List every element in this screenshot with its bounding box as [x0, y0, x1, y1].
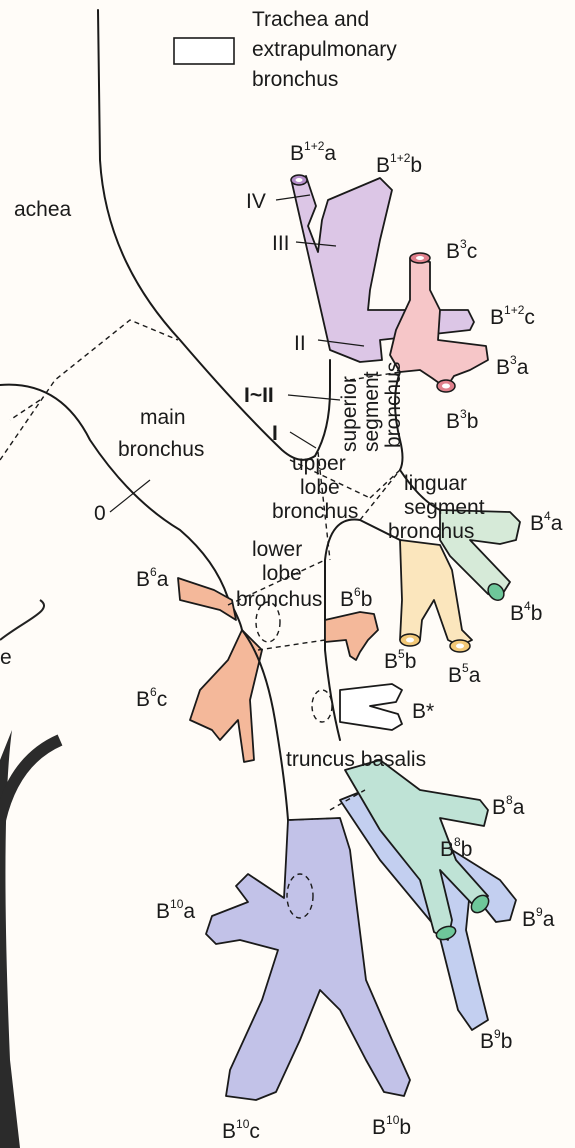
label-upper-2: lobe: [300, 476, 340, 499]
seg-label-b10a: B10a: [156, 897, 195, 923]
label-zero: 0: [94, 502, 106, 525]
label-upper-3: bronchus: [272, 500, 358, 523]
label-edge-e: e: [0, 646, 12, 669]
seg-label-b6a: B6a: [136, 565, 169, 591]
label-lingular-3: bronchus: [388, 520, 474, 543]
label-truncus: truncus basalis: [286, 748, 426, 771]
seg-label-b4a: B4a: [530, 509, 563, 535]
seg-label-b5b: B5b: [384, 647, 416, 673]
seg-label-b5a: B5a: [448, 661, 481, 687]
b3c-lumen-inner: [416, 256, 424, 260]
b-star-bronchus: [340, 684, 402, 730]
leader-i: [290, 432, 316, 448]
label-upper-1: upper: [292, 452, 346, 475]
seg-label-b6c: B6c: [136, 685, 167, 711]
legend-text-3: bronchus: [252, 68, 338, 91]
seg-label-b12a: B1+2a: [290, 139, 336, 165]
b6c-bronchus: [190, 630, 262, 762]
dash-ellipse-bstar: [312, 690, 332, 722]
legend-swatch: [174, 38, 234, 64]
superior-vertical-group-3: bronchus: [382, 362, 405, 448]
label-main-1: main: [140, 406, 186, 429]
seg-label-b8a: B8a: [492, 793, 525, 819]
label-gen-ii: II: [294, 332, 306, 355]
label-main-2: bronchus: [118, 438, 204, 461]
label-superior-3: bronchus: [382, 362, 405, 448]
legend-text-1: Trachea and: [252, 8, 369, 31]
seg-label-b12c: B1+2c: [490, 303, 535, 329]
seg-label-b4b: B4b: [510, 599, 542, 625]
dash-small: [10, 400, 40, 420]
label-gen-iii: III: [272, 232, 290, 255]
seg-label-b3b: B3b: [446, 407, 478, 433]
dash-lingula: [360, 470, 400, 520]
label-gen-i: I: [272, 422, 278, 445]
b6b-bronchus: [325, 612, 378, 660]
bg-edge-curve: [0, 600, 44, 640]
label-gen-iv: IV: [246, 190, 266, 213]
seg-label-b10c: B10c: [222, 1117, 260, 1143]
dash-lower-b: [258, 640, 325, 650]
leader-zero: [110, 480, 150, 512]
label-superior-1: superior: [338, 376, 361, 452]
superior-vertical-group: superior: [338, 376, 361, 452]
b6a-bronchus: [178, 578, 236, 620]
seg-label-b9b: B9b: [480, 1027, 512, 1053]
label-gen-i-ii: I~II: [244, 384, 274, 407]
superior-vertical-group-2: segment: [360, 371, 383, 452]
label-superior-2: segment: [360, 371, 383, 452]
leader-i-ii: [288, 395, 340, 400]
b5a-lumen-inner: [456, 644, 464, 649]
b12-group: [291, 175, 474, 362]
legend-text-2: extrapulmonary: [252, 38, 397, 61]
seg-label-b3a: B3a: [496, 353, 529, 379]
seg-label-b9a: B9a: [522, 905, 555, 931]
upper-lobe-wall-left: [315, 360, 330, 456]
b3b-lumen-inner: [442, 384, 450, 389]
dash-upper-c: [370, 470, 400, 498]
b12-bronchus: [292, 176, 474, 362]
seg-label-bstar: B*: [412, 700, 434, 723]
main-bronchus-outer-wall: [0, 385, 228, 598]
b12a-lumen-inner: [296, 178, 303, 182]
label-lower-2: lobe: [262, 562, 302, 585]
seg-label-b6b: B6b: [340, 585, 372, 611]
label-trachea: achea: [14, 198, 72, 221]
label-lower-1: lower: [252, 538, 302, 561]
seg-label-b3c: B3c: [446, 237, 477, 263]
label-lower-3: bronchus: [236, 588, 322, 611]
b5b-lumen-inner: [406, 638, 414, 643]
label-lingular-2: segment: [404, 496, 485, 519]
seg-label-b10b: B10b: [372, 1113, 411, 1139]
seg-label-b12b: B1+2b: [376, 151, 422, 177]
label-lingular-1: linguar: [404, 472, 467, 495]
